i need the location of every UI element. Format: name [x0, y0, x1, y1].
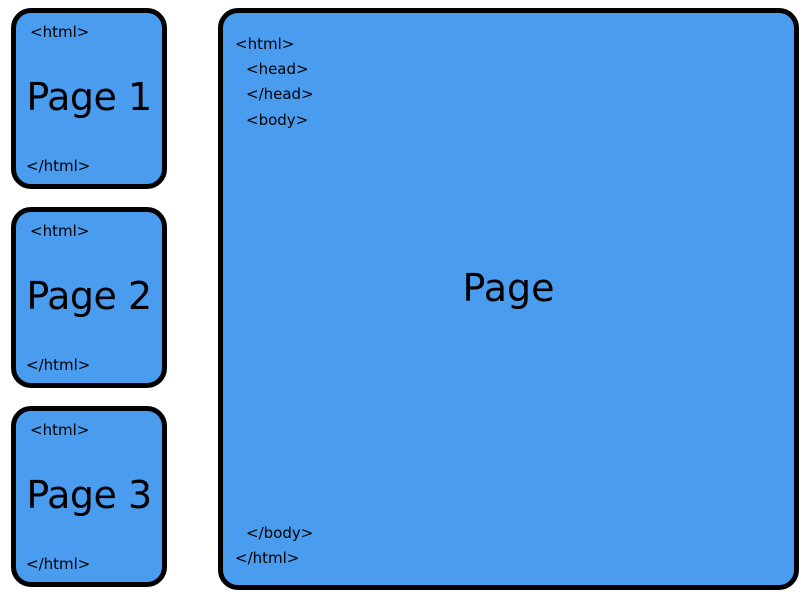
- main-page-card: <html> <head> </head> <body> Page </body…: [218, 8, 799, 590]
- html-open-tag: <html>: [30, 421, 90, 439]
- html-open-tag: <html>: [235, 35, 295, 53]
- html-close-tag: </html>: [235, 549, 300, 567]
- html-open-tag: <html>: [30, 23, 90, 41]
- html-close-tag: </html>: [26, 555, 91, 573]
- head-close-tag: </head>: [246, 85, 314, 103]
- html-close-tag: </html>: [26, 157, 91, 175]
- page-2-card: <html> Page 2 </html>: [11, 207, 167, 388]
- page-3-card: <html> Page 3 </html>: [11, 406, 167, 587]
- head-open-tag: <head>: [246, 60, 309, 78]
- body-close-tag: </body>: [246, 524, 314, 542]
- html-open-tag: <html>: [30, 222, 90, 240]
- page-1-title: Page 1: [26, 75, 152, 119]
- page-1-card: <html> Page 1 </html>: [11, 8, 167, 189]
- html-close-tag: </html>: [26, 356, 91, 374]
- body-open-tag: <body>: [246, 111, 309, 129]
- main-page-title: Page: [462, 266, 555, 310]
- page-2-title: Page 2: [26, 274, 152, 318]
- page-3-title: Page 3: [26, 473, 152, 517]
